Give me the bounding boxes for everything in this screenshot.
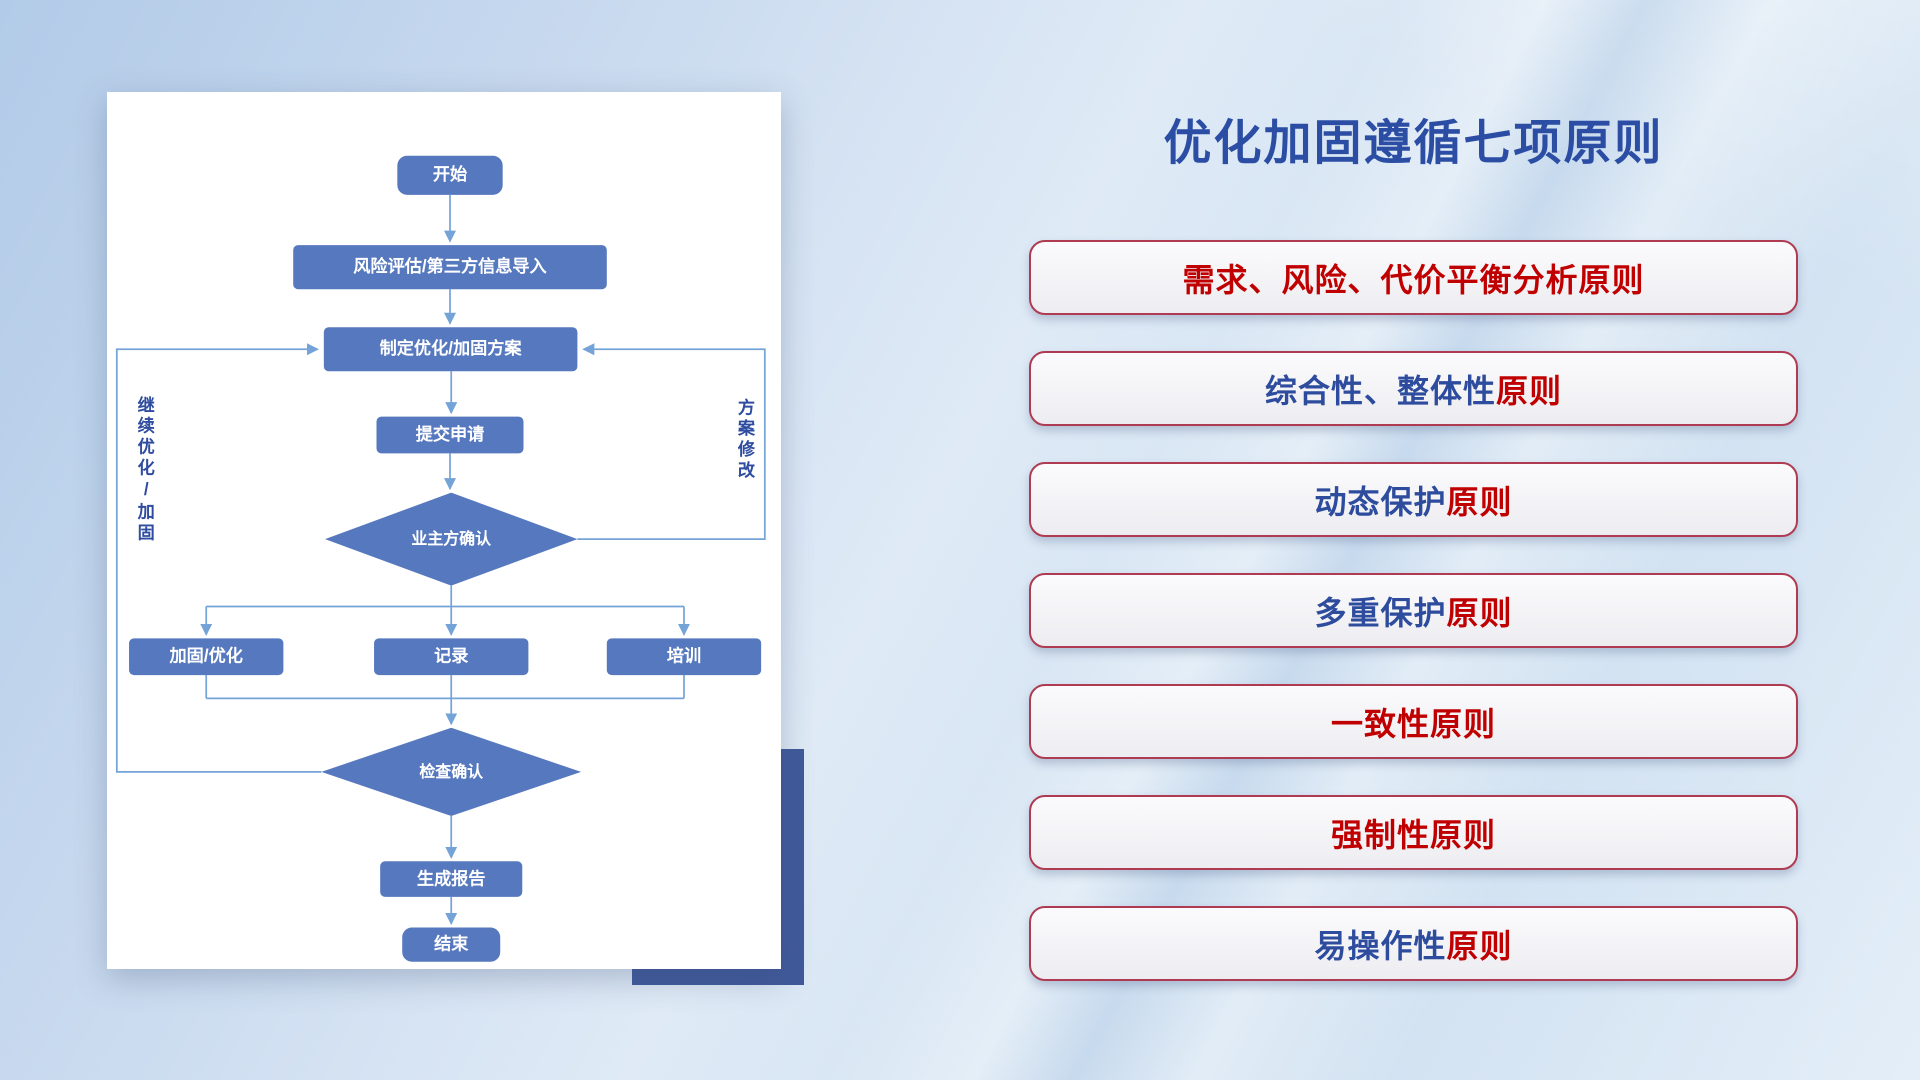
principle-text: 原则 [1446,594,1513,631]
flow-node-start: 开始 [397,155,503,195]
flow-node-submit: 提交申请 [376,416,524,454]
principle-text: 需求、风险、代价平衡分析原则 [1182,261,1645,298]
principle-pill: 强制性原则 [1029,795,1798,870]
principle-text: 原则 [1496,372,1563,409]
principle-text: 强制性原则 [1330,816,1496,853]
principle-text: 原则 [1446,927,1513,964]
principles-list: 需求、风险、代价平衡分析原则综合性、整体性原则动态保护原则多重保护原则一致性原则… [1029,240,1798,981]
loop-label-continue-optimize: 继续优化/加固 [136,395,156,545]
flow-connectors [115,194,766,925]
principle-pill: 多重保护原则 [1029,573,1798,648]
flow-node-report: 生成报告 [380,861,523,897]
principle-text: 综合性、整体性 [1264,372,1496,409]
principle-text: 原则 [1446,483,1513,520]
loop-label-plan-revise: 方案修改 [736,398,757,482]
principle-pill: 易操作性原则 [1029,906,1798,981]
flow-node-harden-optimize: 加固/优化 [129,638,284,676]
flow-node-record: 记录 [374,638,529,676]
principle-text: 易操作性 [1314,927,1447,964]
principle-pill: 一致性原则 [1029,684,1798,759]
flow-node-risk-import: 风险评估/第三方信息导入 [293,245,607,290]
principle-text: 动态保护 [1314,483,1447,520]
page-title: 优化加固遵循七项原则 [1163,117,1664,170]
principle-pill: 综合性、整体性原则 [1029,351,1798,426]
principle-pill: 动态保护原则 [1029,462,1798,537]
principle-pill: 需求、风险、代价平衡分析原则 [1029,240,1798,315]
flow-node-end: 结束 [402,927,501,962]
principle-text: 一致性原则 [1330,705,1496,742]
flow-node-training: 培训 [606,638,762,676]
flow-node-make-plan: 制定优化/加固方案 [323,327,578,372]
principle-text: 多重保护 [1314,594,1447,631]
flowchart: 开始 风险评估/第三方信息导入 制定优化/加固方案 提交申请 业主方确认 加固/… [107,92,781,969]
flowchart-card: 开始 风险评估/第三方信息导入 制定优化/加固方案 提交申请 业主方确认 加固/… [107,92,781,969]
